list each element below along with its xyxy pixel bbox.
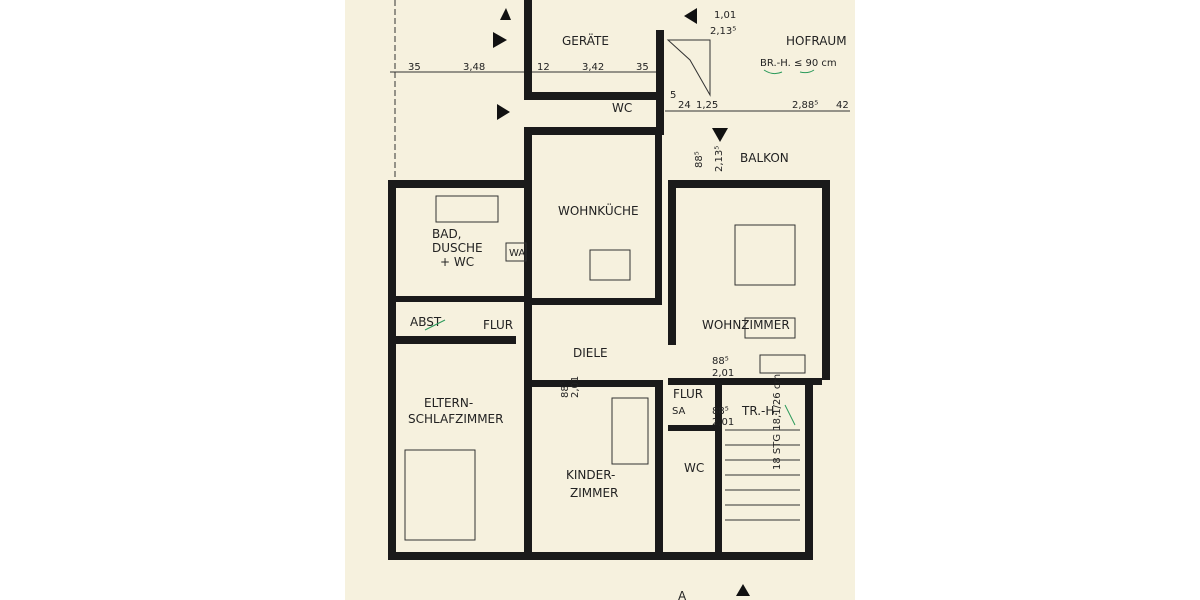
dimension-text: BR.-H. ≤ 90 cm bbox=[760, 58, 837, 69]
room-label-bad: + WC bbox=[440, 255, 474, 269]
arrow-icon bbox=[712, 128, 728, 142]
dimension-text: 42 bbox=[836, 100, 849, 111]
room-label-geraete: GERÄTE bbox=[562, 33, 609, 48]
dimension-text: 88⁵ bbox=[694, 151, 705, 168]
room-label-eltern: SCHLAFZIMMER bbox=[408, 412, 503, 426]
dimension-text: 1,01 bbox=[714, 10, 736, 21]
washbasin-box bbox=[505, 242, 527, 262]
section-arrows bbox=[493, 8, 750, 596]
room-label-kinder: ZIMMER bbox=[570, 486, 618, 500]
dimension-text: 3,42 bbox=[582, 62, 604, 73]
section-label: A bbox=[678, 589, 687, 600]
arrow-icon bbox=[500, 8, 511, 20]
dimension-text: 2,13⁵ bbox=[714, 146, 725, 172]
dimension-text: 2,01 bbox=[712, 417, 734, 428]
room-label-treppenhaus: TR.-H. bbox=[741, 404, 778, 418]
dimension-text: 2,01 bbox=[712, 368, 734, 379]
room-label-eltern: ELTERN- bbox=[424, 396, 473, 410]
dimension-text: 2,88⁵ bbox=[792, 100, 818, 111]
dimension-text: 88⁵ bbox=[712, 406, 729, 417]
room-label-flur-right: FLUR bbox=[673, 387, 703, 401]
room-label-diele: DIELE bbox=[573, 346, 608, 360]
annotation-mark bbox=[424, 319, 446, 331]
dimension-text: 2,01 bbox=[570, 376, 581, 398]
arrow-icon bbox=[736, 584, 750, 596]
floor-plan-sheet: GERÄTE HOFRAUM WC BALKON BAD, DUSCHE + W… bbox=[345, 0, 855, 600]
room-label-wc-bottom: WC bbox=[684, 461, 704, 475]
floor-plan: GERÄTE HOFRAUM WC BALKON BAD, DUSCHE + W… bbox=[388, 0, 850, 600]
arrow-icon bbox=[493, 32, 507, 48]
dimension-text: 2,13⁵ bbox=[710, 26, 736, 37]
room-label-wohnzimmer: WOHNZIMMER bbox=[702, 318, 790, 332]
furniture bbox=[404, 39, 806, 541]
dimension-text: SA bbox=[672, 406, 686, 417]
dimension-text: 3,48 bbox=[463, 62, 485, 73]
room-label-wc-top: WC bbox=[612, 101, 632, 115]
room-label-hofraum: HOFRAUM bbox=[786, 34, 847, 48]
room-label-bad: DUSCHE bbox=[432, 241, 483, 255]
dimension-text: 88⁵ bbox=[712, 356, 729, 367]
dimension-text: 35 bbox=[636, 62, 649, 73]
walls bbox=[388, 0, 830, 560]
arrow-icon bbox=[497, 104, 510, 120]
dimension-text: 35 bbox=[408, 62, 421, 73]
dimension-text: 1,25 bbox=[696, 100, 718, 111]
dimension-text: 12 bbox=[537, 62, 550, 73]
annotation-mark bbox=[763, 69, 815, 75]
room-label-wohnkueche: WOHNKÜCHE bbox=[558, 202, 639, 218]
dimension-text: 5 bbox=[670, 90, 676, 101]
dimension-text: 88⁵ bbox=[560, 381, 571, 398]
stairs-text: 18 STG 18,1/26 cm bbox=[772, 374, 783, 470]
room-label-kinder: KINDER- bbox=[566, 468, 615, 482]
room-label-abst: ABST bbox=[410, 315, 442, 329]
annotation-mark bbox=[784, 404, 796, 426]
room-label-flur-left: FLUR bbox=[483, 318, 513, 332]
room-label-bad: BAD, bbox=[432, 227, 462, 241]
label-wa: WA bbox=[509, 248, 525, 259]
dimension-text: 24 bbox=[678, 100, 691, 111]
arrow-icon bbox=[684, 8, 697, 24]
room-label-balkon: BALKON bbox=[740, 151, 789, 165]
